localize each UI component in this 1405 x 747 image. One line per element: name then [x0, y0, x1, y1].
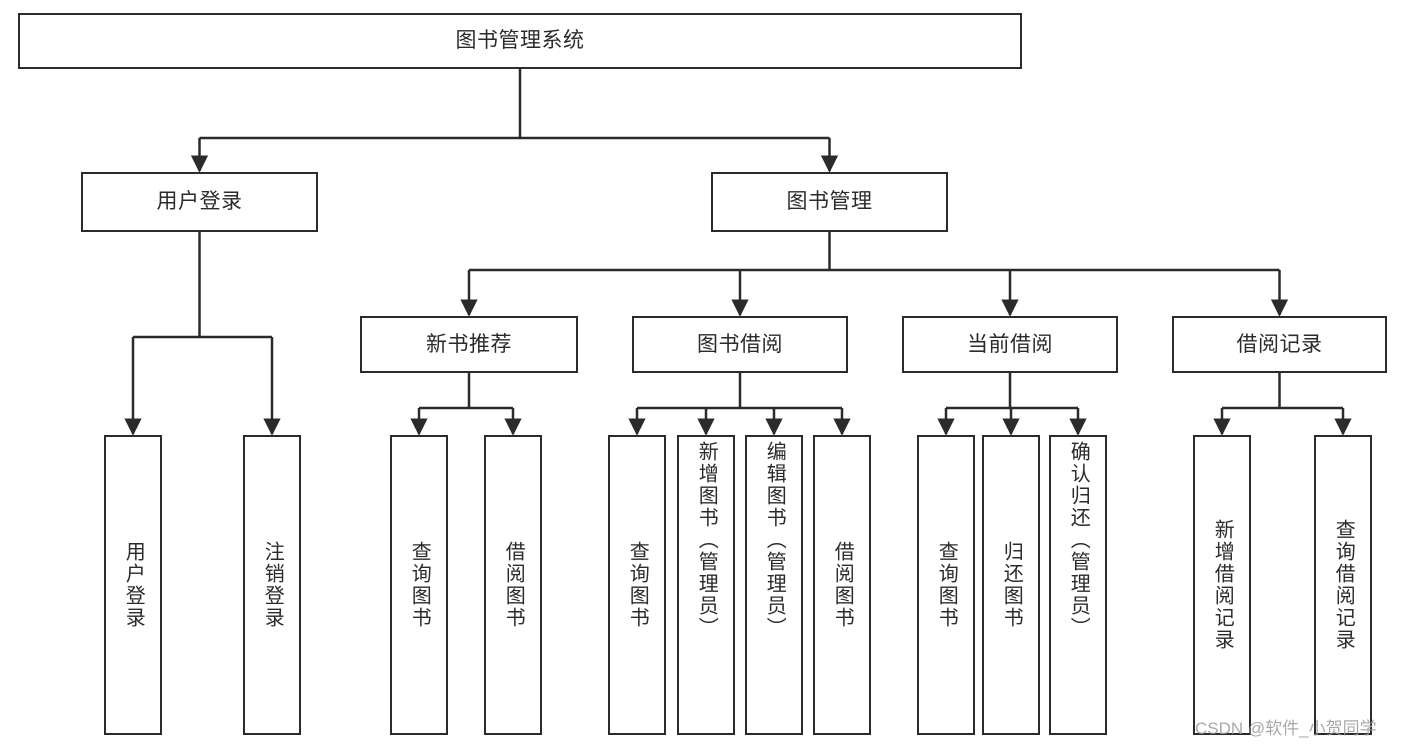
- node-book-borrow[interactable]: 图书借阅: [632, 316, 848, 373]
- node-leaf-edit-book[interactable]: 编辑图书（管理员）: [745, 435, 803, 735]
- node-label: 图书借阅: [697, 332, 783, 356]
- node-label: 用户登录: [156, 190, 243, 214]
- node-label: 用户登录: [122, 541, 145, 629]
- node-leaf-add-book[interactable]: 新增图书（管理员）: [677, 435, 735, 735]
- node-current-borrow[interactable]: 当前借阅: [902, 316, 1118, 373]
- node-leaf-query-record[interactable]: 查询借阅记录: [1314, 435, 1372, 735]
- node-new-book-rec[interactable]: 新书推荐: [360, 316, 578, 373]
- node-label: 新增图书（管理员）: [695, 441, 718, 639]
- node-label: 查询图书: [935, 541, 958, 629]
- node-user-login[interactable]: 用户登录: [81, 172, 318, 232]
- node-leaf-confirm-return[interactable]: 确认归还（管理员）: [1049, 435, 1107, 735]
- node-label: 注销登录: [261, 541, 284, 629]
- node-label: 查询图书: [408, 541, 431, 629]
- node-label: 编辑图书（管理员）: [763, 441, 786, 639]
- node-label: 借阅记录: [1236, 332, 1323, 356]
- node-label: 借阅图书: [502, 541, 525, 629]
- node-borrow-record[interactable]: 借阅记录: [1172, 316, 1387, 373]
- node-leaf-borrow-book-2[interactable]: 借阅图书: [813, 435, 871, 735]
- node-leaf-query-book-2[interactable]: 查询图书: [608, 435, 666, 735]
- node-label: 新增借阅记录: [1211, 519, 1234, 651]
- node-leaf-query-book-3[interactable]: 查询图书: [917, 435, 975, 735]
- node-book-manage[interactable]: 图书管理: [711, 172, 948, 232]
- node-label: 图书管理: [786, 190, 873, 214]
- node-label: 查询图书: [626, 541, 649, 629]
- node-label: 图书管理系统: [455, 29, 585, 53]
- node-label: 借阅图书: [831, 541, 854, 629]
- node-label: 确认归还（管理员）: [1067, 441, 1090, 639]
- node-leaf-user-login[interactable]: 用户登录: [104, 435, 162, 735]
- node-leaf-add-record[interactable]: 新增借阅记录: [1193, 435, 1251, 735]
- node-label: 查询借阅记录: [1332, 519, 1355, 651]
- node-leaf-borrow-book-1[interactable]: 借阅图书: [484, 435, 542, 735]
- node-root-root[interactable]: 图书管理系统: [18, 13, 1022, 69]
- node-leaf-logout[interactable]: 注销登录: [243, 435, 301, 735]
- node-label: 当前借阅: [967, 332, 1053, 356]
- node-label: 新书推荐: [426, 332, 512, 356]
- node-leaf-return-book[interactable]: 归还图书: [982, 435, 1040, 735]
- node-label: 归还图书: [1000, 541, 1023, 629]
- node-leaf-query-book-1[interactable]: 查询图书: [390, 435, 448, 735]
- watermark-label: CSDN @软件_小贺同学: [1195, 719, 1377, 738]
